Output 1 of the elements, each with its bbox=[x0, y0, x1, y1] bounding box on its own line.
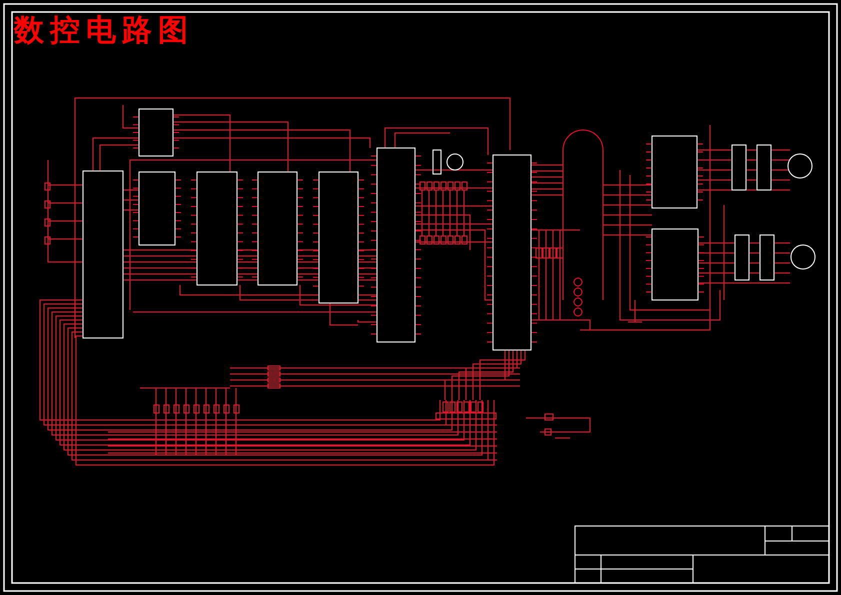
title: 数控电路图 bbox=[14, 12, 194, 50]
